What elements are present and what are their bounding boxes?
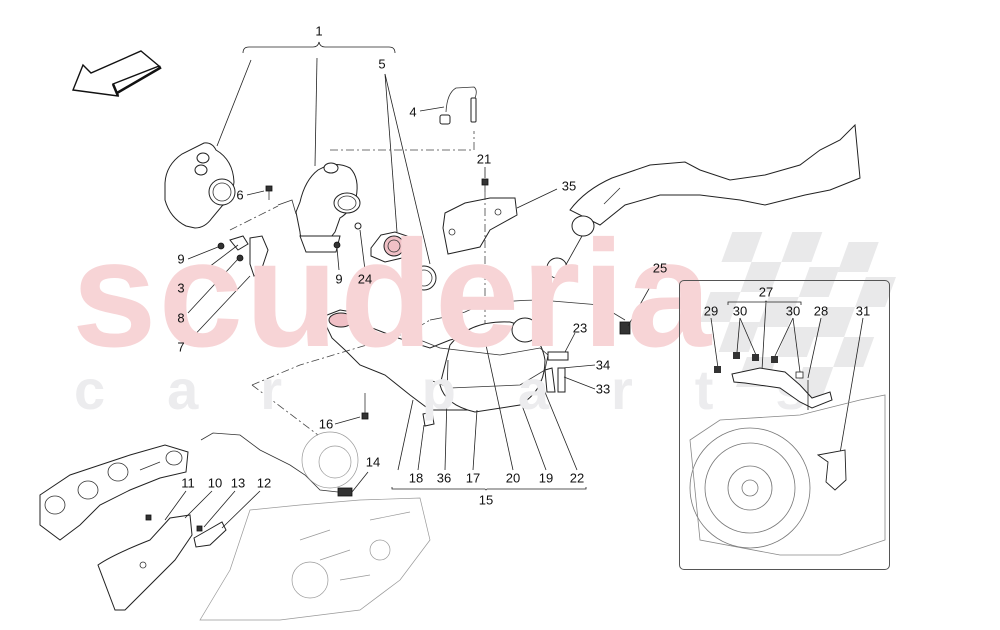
callout-8[interactable]: 8 (177, 310, 185, 326)
direction-arrow-icon (72, 50, 162, 97)
callout-6[interactable]: 6 (236, 187, 244, 203)
front-pipe-part (251, 299, 631, 436)
callout-22[interactable]: 22 (569, 470, 585, 486)
callout-33[interactable]: 33 (595, 381, 611, 397)
callout-14[interactable]: 14 (365, 454, 381, 470)
callout-15[interactable]: 15 (478, 492, 494, 508)
heat-shield-part (164, 142, 236, 229)
oxygen-sensor-part (330, 86, 477, 151)
callout-17[interactable]: 17 (465, 470, 481, 486)
small-bracket-parts (187, 205, 366, 343)
callout-12[interactable]: 12 (256, 475, 272, 491)
rear-exhaust-pipe-part (546, 123, 861, 390)
callout-3[interactable]: 3 (177, 280, 185, 296)
callout-7[interactable]: 7 (177, 339, 185, 355)
callout-10[interactable]: 10 (207, 475, 223, 491)
callout-36[interactable]: 36 (436, 470, 452, 486)
callout-23[interactable]: 23 (572, 320, 588, 336)
lower-heat-shield-part (97, 490, 261, 611)
callout-19[interactable]: 19 (538, 470, 554, 486)
callout-5[interactable]: 5 (378, 56, 386, 72)
callout-1[interactable]: 1 (315, 23, 323, 39)
callout-31[interactable]: 31 (855, 303, 871, 319)
callout-24[interactable]: 24 (357, 271, 373, 287)
callout-21[interactable]: 21 (476, 151, 492, 167)
catalytic-converter-part (277, 162, 361, 253)
callout-18[interactable]: 18 (408, 470, 424, 486)
engine-block-part (199, 431, 431, 621)
watermark-brand: scuderia (72, 209, 714, 379)
callout-29[interactable]: 29 (703, 303, 719, 319)
callout-30[interactable]: 30 (785, 303, 801, 319)
watermark-subtitle: car parts (74, 358, 869, 421)
bolt-parts (246, 167, 489, 425)
callout-9[interactable]: 9 (177, 251, 185, 267)
callout-27[interactable]: 27 (758, 284, 774, 300)
callout-4[interactable]: 4 (409, 104, 417, 120)
oxygen-sensor-lower-part (200, 432, 369, 497)
callout-28[interactable]: 28 (813, 303, 829, 319)
callout-25[interactable]: 25 (652, 260, 668, 276)
exhaust-manifold-part (39, 444, 189, 541)
callout-13[interactable]: 13 (230, 475, 246, 491)
callout-35[interactable]: 35 (561, 178, 577, 194)
transmission-detail-drawing (689, 300, 886, 556)
callout-16[interactable]: 16 (318, 416, 334, 432)
callout-9[interactable]: 9 (335, 271, 343, 287)
callout-20[interactable]: 20 (505, 470, 521, 486)
callout-11[interactable]: 11 (181, 475, 195, 491)
callout-34[interactable]: 34 (595, 357, 611, 373)
bracket-35-part (442, 188, 558, 335)
gasket-part (370, 231, 437, 291)
callout-30[interactable]: 30 (732, 303, 748, 319)
transmission-detail-inset (679, 280, 890, 570)
